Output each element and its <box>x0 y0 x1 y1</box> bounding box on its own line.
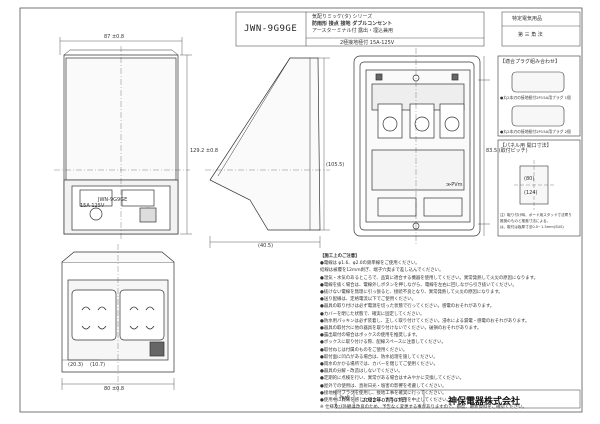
dim-front-height: 129.2 ±0.8 <box>190 148 219 154</box>
company-name: 神保電器株式会社 <box>448 397 521 407</box>
note-item: ●取付ねじは付属のものをご使用ください。 <box>320 347 408 353</box>
note-item: ●屋外での使用は、直射日光・塩害の影響を考慮してください。 <box>320 383 447 389</box>
model-number: JWN-9G9GE <box>244 24 298 34</box>
note-item: ●器具の取付穴に他の器具を取り付けないでください。破損のおそれがあります。 <box>320 326 482 332</box>
dim-side-depth: (40.5) <box>258 243 274 249</box>
note-item: ●使用中に異常を感じた場合は、直ちに使用を中止してください。 <box>320 398 451 404</box>
plug-panel <box>497 55 581 237</box>
plug-note-1: ●丸2本刃の接地極付2P15A用プラグ 1個 <box>500 95 571 100</box>
front-view <box>54 37 192 240</box>
plug-note-2: ●丸2本刃の接地極付2P15A用プラグ 2個 <box>500 129 571 134</box>
dim-bottom-width: 80 ±0.8 <box>104 386 125 392</box>
note-item: ●取付面に凹凸がある場合は、防水処理を施してください。 <box>320 354 438 360</box>
dim-bottom-a: (20.3) <box>68 362 84 368</box>
inner-view <box>353 48 490 244</box>
note-item: ●接地極付プラグを使用し、接地工事を確実に行ってください。 <box>320 390 447 396</box>
bottom-view <box>61 244 175 392</box>
cut-note-1: 注）取り付け時、ボード用スタッド寸法寄り <box>500 213 572 217</box>
note-item: ●電線を抜く場合は、電線外しボタンを押しながら、電線を左右に回しながら引き抜いて… <box>320 282 517 288</box>
note-item: ●湿気・水気のあるところで、品質に適合する機器を使用してください。異常発熱して火… <box>320 275 538 281</box>
side-view <box>205 57 330 248</box>
cut-width: (80) <box>524 176 535 182</box>
cut-note-2: 推奨のものと推奨寸法による。 <box>500 219 551 223</box>
sheet-border <box>19 7 583 413</box>
bottom-strip <box>335 389 581 409</box>
note-item: 結線は被覆を12mm剥ぎ、端子穴奥まで差し込んでください。 <box>320 268 444 274</box>
note-item: ●防水用パッキンは必ず装着し、正しく取り付けてください。浸水による漏電・感電のお… <box>320 318 530 324</box>
title-block-top <box>235 11 581 47</box>
note-item: ※ 仕様及び外観は改良のため、予告なく変更する事がありますので、都度、最新資料を… <box>320 405 527 411</box>
plug-panel-title: 【適合プラグ組み合わせ】 <box>500 59 561 65</box>
cut-note-3: は、取付は板厚寸法0.5~1.5mm(SUS) <box>500 225 564 229</box>
product-name: 防雨形 接点 接地 ダブルコンセント <box>312 21 393 27</box>
note-item: ●定期的に点検を行い、異常がある場合はすみやかに交換してください。 <box>320 376 465 382</box>
dim-plate-pitch: 83.5 (取付ピッチ) <box>486 148 528 154</box>
special-label: 特定電気用品 <box>512 16 543 22</box>
rating-small: 15A 125V <box>80 203 105 209</box>
stamp-label: 作成 <box>339 396 351 402</box>
note-item: ●ボックスに取り付ける際、配線スペースに注意してください。 <box>320 340 446 346</box>
construction-notes: 【施工上のご注意】 ●電線は φ1.6、φ2.0の銅単線をご使用ください。 結線… <box>320 253 582 411</box>
dim-bottom-b: (10.7) <box>90 362 106 368</box>
product-sub: アースターミナル付 露出・埋込兼用 <box>312 28 394 34</box>
note-item: ●器具の分解・改造はしないでください。 <box>320 369 403 375</box>
panel-cut-title: 【パネル用 開口寸法】 <box>500 143 552 149</box>
series-label: 気配りミッケ(タ) シリーズ <box>312 14 373 20</box>
rating-label: 2極接地極付 15A-125V <box>340 40 395 46</box>
note-item: ●器具の取り付けは必ず電源を切った状態で行ってください。感電のおそれがあります。 <box>320 304 495 310</box>
dim-front-width: 87 ±0.8 <box>104 34 125 40</box>
note-item: ●電線は φ1.6、φ2.0の銅単線をご使用ください。 <box>320 261 420 267</box>
angle-label: 第 三 角 法 <box>518 32 543 38</box>
note-item: ●雨水のかかる場所では、カバーを閉じてご使用ください。 <box>320 362 438 368</box>
cut-height: (124) <box>524 190 538 196</box>
note-item: ●抜けない電線を無理に引っ張ると、接続不良となり、異常発熱して火災の原因になりま… <box>320 290 503 296</box>
issue-date: 2022年07月07日 <box>362 398 407 404</box>
notes-heading: 【施工上のご注意】 <box>320 254 360 259</box>
note-item: ●送り配線は、定格電流以下でご使用ください。 <box>320 297 417 303</box>
dim-side-height: (105.5) <box>326 162 345 168</box>
pvm-label: ≫PVm <box>446 182 463 188</box>
note-item: ●露出取付の場合はボックスの使用を推奨します。 <box>320 333 420 339</box>
cover-model: JWN-9G9GE <box>98 197 128 203</box>
note-item: ●カバーを閉じた状態で、確実に固定してください。 <box>320 311 425 317</box>
